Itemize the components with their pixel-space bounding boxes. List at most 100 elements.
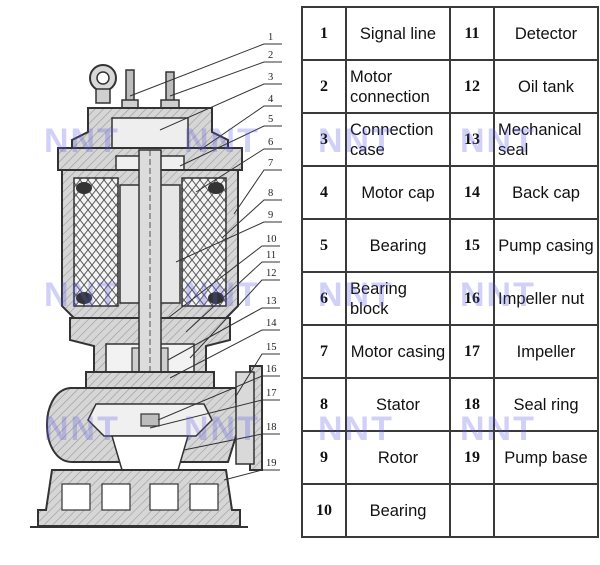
lifting-eye bbox=[89, 64, 117, 104]
callout-number-15: 15 bbox=[266, 342, 277, 353]
callout-leader-6 bbox=[195, 148, 282, 193]
part-number: 1 bbox=[301, 6, 347, 61]
part-name bbox=[493, 483, 599, 538]
callout-leader-19 bbox=[223, 469, 280, 481]
part-name: Stator bbox=[345, 377, 451, 432]
callout-number-16: 16 bbox=[266, 364, 277, 375]
callout-leader-4 bbox=[199, 105, 282, 151]
callout-leader-14 bbox=[169, 329, 280, 379]
callout-leader-15 bbox=[235, 353, 280, 397]
callout-number-9: 9 bbox=[268, 210, 273, 221]
part-name: Impeller nut bbox=[493, 271, 599, 326]
part-number: 6 bbox=[301, 271, 347, 326]
part-name: Motor cap bbox=[345, 165, 451, 220]
callout-number-5: 5 bbox=[268, 114, 273, 125]
intake-passage bbox=[110, 435, 190, 471]
part-name: Bearing bbox=[345, 483, 451, 538]
part-name: Impeller bbox=[493, 324, 599, 379]
callout-number-13: 13 bbox=[266, 296, 277, 307]
callout-leader-8 bbox=[221, 199, 282, 239]
part-number: 12 bbox=[449, 59, 495, 114]
callout-number-4: 4 bbox=[268, 94, 274, 105]
callout-leader-18 bbox=[183, 433, 280, 451]
part-number: 15 bbox=[449, 218, 495, 273]
callout-number-12: 12 bbox=[266, 268, 277, 279]
part-number: 8 bbox=[301, 377, 347, 432]
part-number: 18 bbox=[449, 377, 495, 432]
callout-leader-5 bbox=[179, 125, 282, 167]
part-name: Mechanical seal bbox=[493, 112, 599, 167]
part-number: 7 bbox=[301, 324, 347, 379]
callout-leader-2 bbox=[169, 61, 282, 97]
part-number: 11 bbox=[449, 6, 495, 61]
callout-number-11: 11 bbox=[266, 250, 276, 261]
part-name: Motor casing bbox=[345, 324, 451, 379]
part-name: Bearing block bbox=[345, 271, 451, 326]
part-number: 14 bbox=[449, 165, 495, 220]
part-number: 2 bbox=[301, 59, 347, 114]
callout-number-6: 6 bbox=[268, 137, 273, 148]
callout-leader-13 bbox=[167, 307, 280, 361]
part-name: Bearing bbox=[345, 218, 451, 273]
part-number: 17 bbox=[449, 324, 495, 379]
part-number: 19 bbox=[449, 430, 495, 485]
callout-leader-16 bbox=[157, 375, 280, 421]
part-name: Detector bbox=[493, 6, 599, 61]
callout-leader-11 bbox=[185, 261, 280, 333]
callout-number-1: 1 bbox=[268, 32, 273, 43]
stator-right bbox=[181, 177, 227, 307]
part-name: Motor connection bbox=[345, 59, 451, 114]
callout-leader-9 bbox=[175, 221, 282, 263]
stator-left bbox=[73, 177, 119, 307]
callout-leader-17 bbox=[149, 399, 280, 429]
back-cap bbox=[85, 371, 215, 389]
part-name: Signal line bbox=[345, 6, 451, 61]
callout-number-2: 2 bbox=[268, 50, 273, 61]
callout-leader-7 bbox=[233, 169, 282, 215]
callout-number-8: 8 bbox=[268, 188, 273, 199]
part-number bbox=[449, 483, 495, 538]
part-name: Pump casing bbox=[493, 218, 599, 273]
part-number: 5 bbox=[301, 218, 347, 273]
callout-number-19: 19 bbox=[266, 458, 277, 469]
part-number: 16 bbox=[449, 271, 495, 326]
discharge-flange bbox=[235, 371, 255, 465]
callout-number-17: 17 bbox=[266, 388, 277, 399]
part-name: Pump base bbox=[493, 430, 599, 485]
part-name: Rotor bbox=[345, 430, 451, 485]
callout-number-14: 14 bbox=[266, 318, 277, 329]
callout-leaders bbox=[129, 43, 282, 481]
part-number: 13 bbox=[449, 112, 495, 167]
part-name: Seal ring bbox=[493, 377, 599, 432]
callout-leader-3 bbox=[159, 83, 282, 131]
callout-leader-12 bbox=[189, 279, 280, 359]
part-number: 3 bbox=[301, 112, 347, 167]
impeller-nut bbox=[140, 413, 160, 427]
part-number: 10 bbox=[301, 483, 347, 538]
callout-number-3: 3 bbox=[268, 72, 273, 83]
part-name: Oil tank bbox=[493, 59, 599, 114]
callout-number-10: 10 bbox=[266, 234, 277, 245]
callout-number-18: 18 bbox=[266, 422, 277, 433]
callout-leader-10 bbox=[167, 245, 280, 319]
part-number: 4 bbox=[301, 165, 347, 220]
callout-number-7: 7 bbox=[268, 158, 273, 169]
callout-leader-1 bbox=[129, 43, 282, 97]
cable-glands bbox=[121, 69, 180, 111]
part-name: Connection case bbox=[345, 112, 451, 167]
part-name: Back cap bbox=[493, 165, 599, 220]
part-number: 9 bbox=[301, 430, 347, 485]
